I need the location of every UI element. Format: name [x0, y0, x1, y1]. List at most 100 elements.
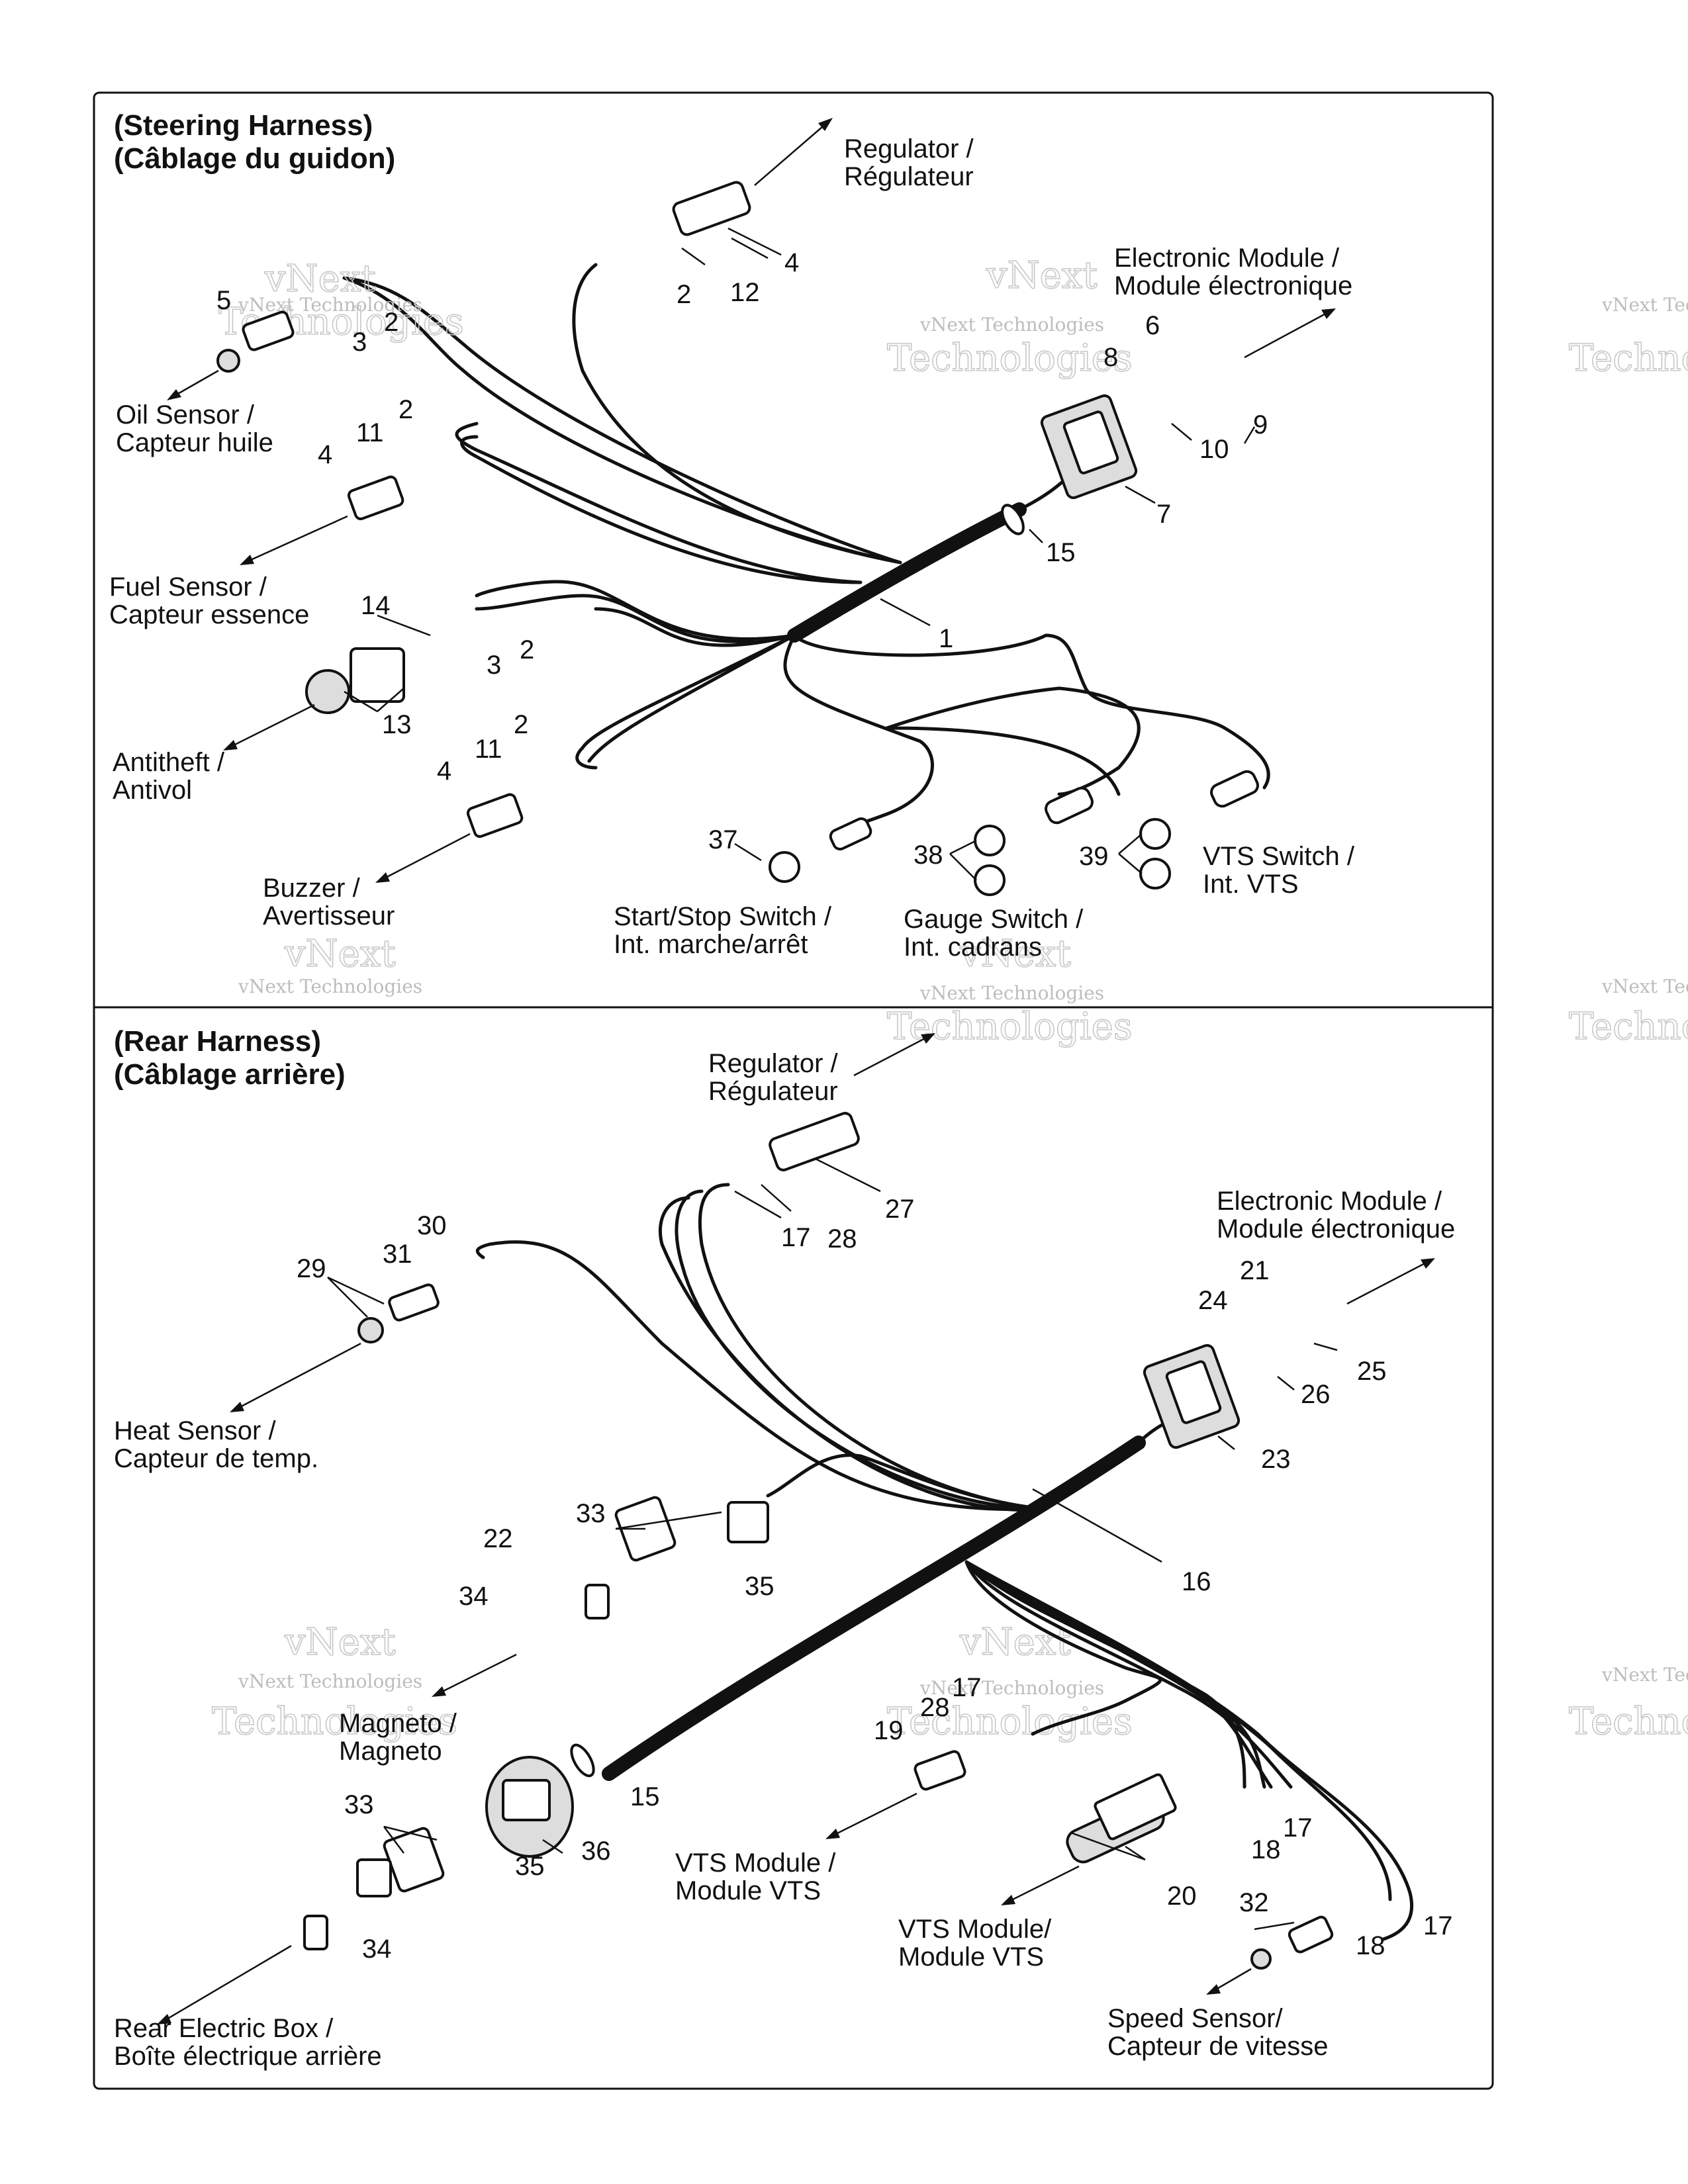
label-fuel-sensor: Fuel Sensor /	[109, 572, 267, 602]
svg-text:vNext Technologies: vNext Technologies	[238, 294, 422, 316]
svg-text:vNext: vNext	[959, 1621, 1071, 1664]
svg-text:Technologies: Technologies	[212, 1700, 457, 1743]
start-stop-switch	[769, 817, 872, 883]
rear-label-electronic-module: Electronic Module /	[1217, 1187, 1442, 1216]
callout: 15	[630, 1782, 660, 1811]
callout: 28	[920, 1693, 950, 1722]
electronic-module-connector	[1040, 308, 1336, 500]
callout: 36	[581, 1837, 611, 1866]
svg-text:vNext Technologies: vNext Technologies	[919, 982, 1104, 1004]
callout: 28	[827, 1224, 857, 1253]
callout: 16	[1182, 1567, 1211, 1596]
cable-tie	[1001, 504, 1025, 535]
callout: 17	[952, 1673, 982, 1702]
rear-main-bundle	[602, 1435, 1146, 1781]
callout: 26	[1301, 1380, 1331, 1409]
svg-text:vNext Technologies: vNext Technologies	[919, 314, 1104, 336]
callout: 24	[1198, 1286, 1228, 1315]
callout: 14	[361, 591, 391, 620]
callout: 35	[515, 1852, 545, 1881]
callout: 34	[362, 1934, 392, 1964]
gauge-switch	[974, 786, 1094, 896]
rear-grommet-housing	[485, 1743, 595, 1858]
callout: 3	[352, 328, 367, 357]
svg-text:Technologies: Technologies	[1569, 1005, 1688, 1048]
svg-text:Technologies: Technologies	[887, 337, 1133, 380]
antitheft-connector	[223, 647, 405, 751]
callout: 21	[1240, 1256, 1270, 1285]
label-buzzer-fr: Avertisseur	[263, 901, 395, 931]
heat-sensor-connector	[230, 1283, 440, 1412]
rear-callout-numbers: 15 16 17 17 17 17 18 18 19 20 21 22 23 2…	[297, 1195, 1453, 1964]
callout: 31	[383, 1240, 412, 1269]
svg-text:Technologies: Technologies	[887, 1700, 1133, 1743]
label-electronic-module-fr: Module électronique	[1114, 271, 1352, 300]
rear-title: (Rear Harness)	[114, 1025, 321, 1058]
callout: 38	[914, 841, 943, 870]
label-rear-electric-box-fr: Boîte électrique arrière	[114, 2042, 382, 2071]
callout: 11	[356, 418, 384, 447]
callout: 35	[745, 1572, 774, 1601]
label-regulator-fr: Régulateur	[844, 162, 974, 191]
callout: 9	[1253, 410, 1268, 439]
steering-harness-section: (Steering Harness) (Câblage du guidon) v…	[109, 109, 1688, 1744]
callout: 29	[297, 1254, 326, 1283]
label-vts-switch-fr: Int. VTS	[1203, 870, 1299, 899]
label-magneto: Magneto /	[339, 1709, 457, 1738]
callout: 23	[1261, 1445, 1291, 1474]
callout: 30	[417, 1211, 447, 1240]
label-vts-switch: VTS Switch /	[1203, 842, 1355, 871]
callout: 25	[1357, 1357, 1387, 1386]
label-start-stop-switch: Start/Stop Switch /	[614, 902, 832, 931]
steering-title-fr: (Câblage du guidon)	[114, 142, 395, 175]
rear-label-regulator: Regulator /	[708, 1049, 839, 1078]
callout: 10	[1199, 435, 1229, 464]
callout: 34	[459, 1582, 489, 1611]
svg-text:vNext Technologies: vNext Technologies	[919, 1677, 1104, 1699]
callout: 2	[384, 308, 399, 337]
callout: 11	[475, 735, 502, 764]
svg-text:vNext: vNext	[959, 933, 1071, 976]
label-antitheft-fr: Antivol	[113, 776, 192, 805]
label-magneto-fr: Magneto	[339, 1737, 442, 1766]
callout: 18	[1251, 1835, 1281, 1864]
label-rear-electric-box: Rear Electric Box /	[114, 2014, 334, 2043]
label-antitheft: Antitheft /	[113, 748, 225, 777]
callout-leaders	[344, 227, 1256, 881]
rear-branch-wires	[475, 1183, 1414, 1941]
label-gauge-switch-fr: Int. cadrans	[904, 933, 1042, 962]
callout: 1	[939, 624, 953, 653]
fuel-sensor-connector	[240, 475, 404, 565]
callout: 33	[344, 1790, 374, 1819]
callout: 39	[1079, 842, 1109, 871]
label-vts-module-multi-fr: Module VTS	[898, 1942, 1044, 1972]
callout: 20	[1167, 1882, 1197, 1911]
steering-branch-wires	[342, 263, 1270, 836]
steering-title: (Steering Harness)	[114, 109, 373, 142]
callout: 13	[382, 710, 412, 739]
callout: 19	[874, 1716, 904, 1745]
label-speed-sensor-fr: Capteur de vitesse	[1107, 2032, 1329, 2061]
callout: 4	[318, 440, 332, 469]
label-electronic-module: Electronic Module /	[1114, 244, 1340, 273]
label-oil-sensor-fr: Capteur huile	[116, 428, 273, 457]
callout: 37	[708, 825, 738, 854]
svg-text:vNext: vNext	[284, 1621, 396, 1664]
callout: 18	[1356, 1931, 1385, 1960]
steering-main-bundle	[787, 502, 1027, 643]
callout: 32	[1239, 1888, 1269, 1917]
svg-text:vNext: vNext	[986, 254, 1098, 297]
svg-text:vNext Technologies: vNext Technologies	[1601, 294, 1688, 316]
rear-electronic-module-connector	[1143, 1258, 1435, 1449]
oil-sensor-connector	[167, 310, 295, 400]
rear-harness-section: (Rear Harness) (Câblage arrière)	[114, 1025, 1455, 2071]
label-speed-sensor: Speed Sensor/	[1107, 2004, 1284, 2033]
callout: 15	[1046, 538, 1076, 567]
callout: 8	[1103, 343, 1118, 372]
callout: 2	[514, 710, 528, 739]
svg-text:vNext Technologies: vNext Technologies	[1601, 976, 1688, 997]
vts-module-connector	[825, 1750, 966, 1839]
svg-text:Technologies: Technologies	[887, 1005, 1133, 1048]
rear-electric-box-connector	[157, 1827, 445, 2025]
